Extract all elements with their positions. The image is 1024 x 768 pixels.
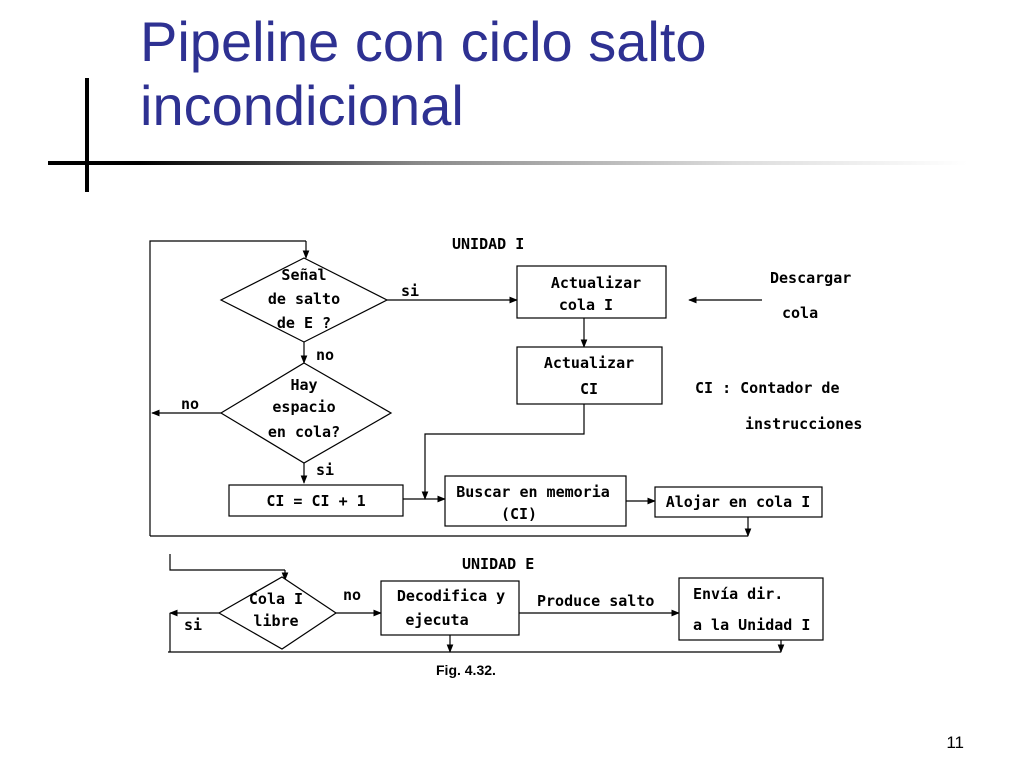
- label-produce-jump: Produce salto: [537, 592, 654, 610]
- slide-title: Pipeline con ciclo salto incondicional: [140, 10, 1000, 138]
- ci-definition-line-1: CI : Contador de: [695, 379, 840, 397]
- box-update-ci-line-2: CI: [580, 380, 598, 398]
- label-no-space: no: [181, 395, 199, 413]
- arrow-ci-to-fetch: [421, 404, 585, 500]
- box-send-line-2: a la Unidad I: [693, 616, 810, 634]
- slide-title-line-2: incondicional: [140, 74, 464, 137]
- download-queue-line-1: Descargar: [770, 269, 851, 287]
- label-si-signal: si: [401, 282, 419, 300]
- figure-caption: Fig. 4.32.: [436, 662, 496, 678]
- label-no-signal: no: [316, 346, 334, 364]
- decision-free-line-2: libre: [253, 612, 298, 630]
- box-update-queue-line-2: cola I: [559, 296, 613, 314]
- box-decode-line-2: ejecuta: [405, 611, 468, 629]
- decision-signal-line-1: Señal: [281, 266, 326, 284]
- box-update-ci: [516, 346, 663, 405]
- label-si-space: si: [316, 461, 334, 479]
- box-fetch-memory-line-1: Buscar en memoria: [456, 483, 610, 501]
- unit-i-heading: UNIDAD I: [452, 235, 524, 253]
- box-increment-ci-label: CI = CI + 1: [266, 492, 365, 510]
- decision-free-line-1: Cola I: [249, 590, 303, 608]
- box-send-line-1: Envía dir.: [693, 585, 783, 603]
- label-si-free: si: [184, 616, 202, 634]
- title-vertical-decoration: [85, 78, 89, 192]
- decision-signal-line-3: de E ?: [277, 314, 331, 332]
- decision-space-line-3: en cola?: [268, 423, 340, 441]
- box-fetch-memory-line-2: (CI): [501, 505, 537, 523]
- box-decode-line-1: Decodifica y: [397, 587, 505, 605]
- unit-e-loop-top-line: [169, 554, 285, 571]
- box-store-queue: [654, 486, 823, 518]
- box-update-ci-line-1: Actualizar: [544, 354, 634, 372]
- download-queue-line-2: cola: [782, 304, 818, 322]
- label-no-free: no: [343, 586, 361, 604]
- page-number: 11: [946, 733, 964, 752]
- box-update-queue-line-1: Actualizar: [551, 274, 641, 292]
- decision-signal-line-2: de salto: [268, 290, 340, 308]
- box-send-address: [678, 577, 824, 641]
- title-underline-decoration: [48, 161, 968, 165]
- unit-i-loop-top-line: [149, 240, 306, 536]
- slide-title-line-1: Pipeline con ciclo salto: [140, 10, 707, 73]
- box-store-queue-label: Alojar en cola I: [666, 493, 811, 511]
- decision-space-line-2: espacio: [272, 398, 335, 416]
- decision-queue-free: [217, 576, 338, 650]
- box-increment-ci: [228, 484, 404, 517]
- unit-e-heading: UNIDAD E: [462, 555, 534, 573]
- decision-space-line-1: Hay: [290, 376, 317, 394]
- box-update-queue: [516, 265, 667, 319]
- ci-definition-line-2: instrucciones: [745, 415, 862, 433]
